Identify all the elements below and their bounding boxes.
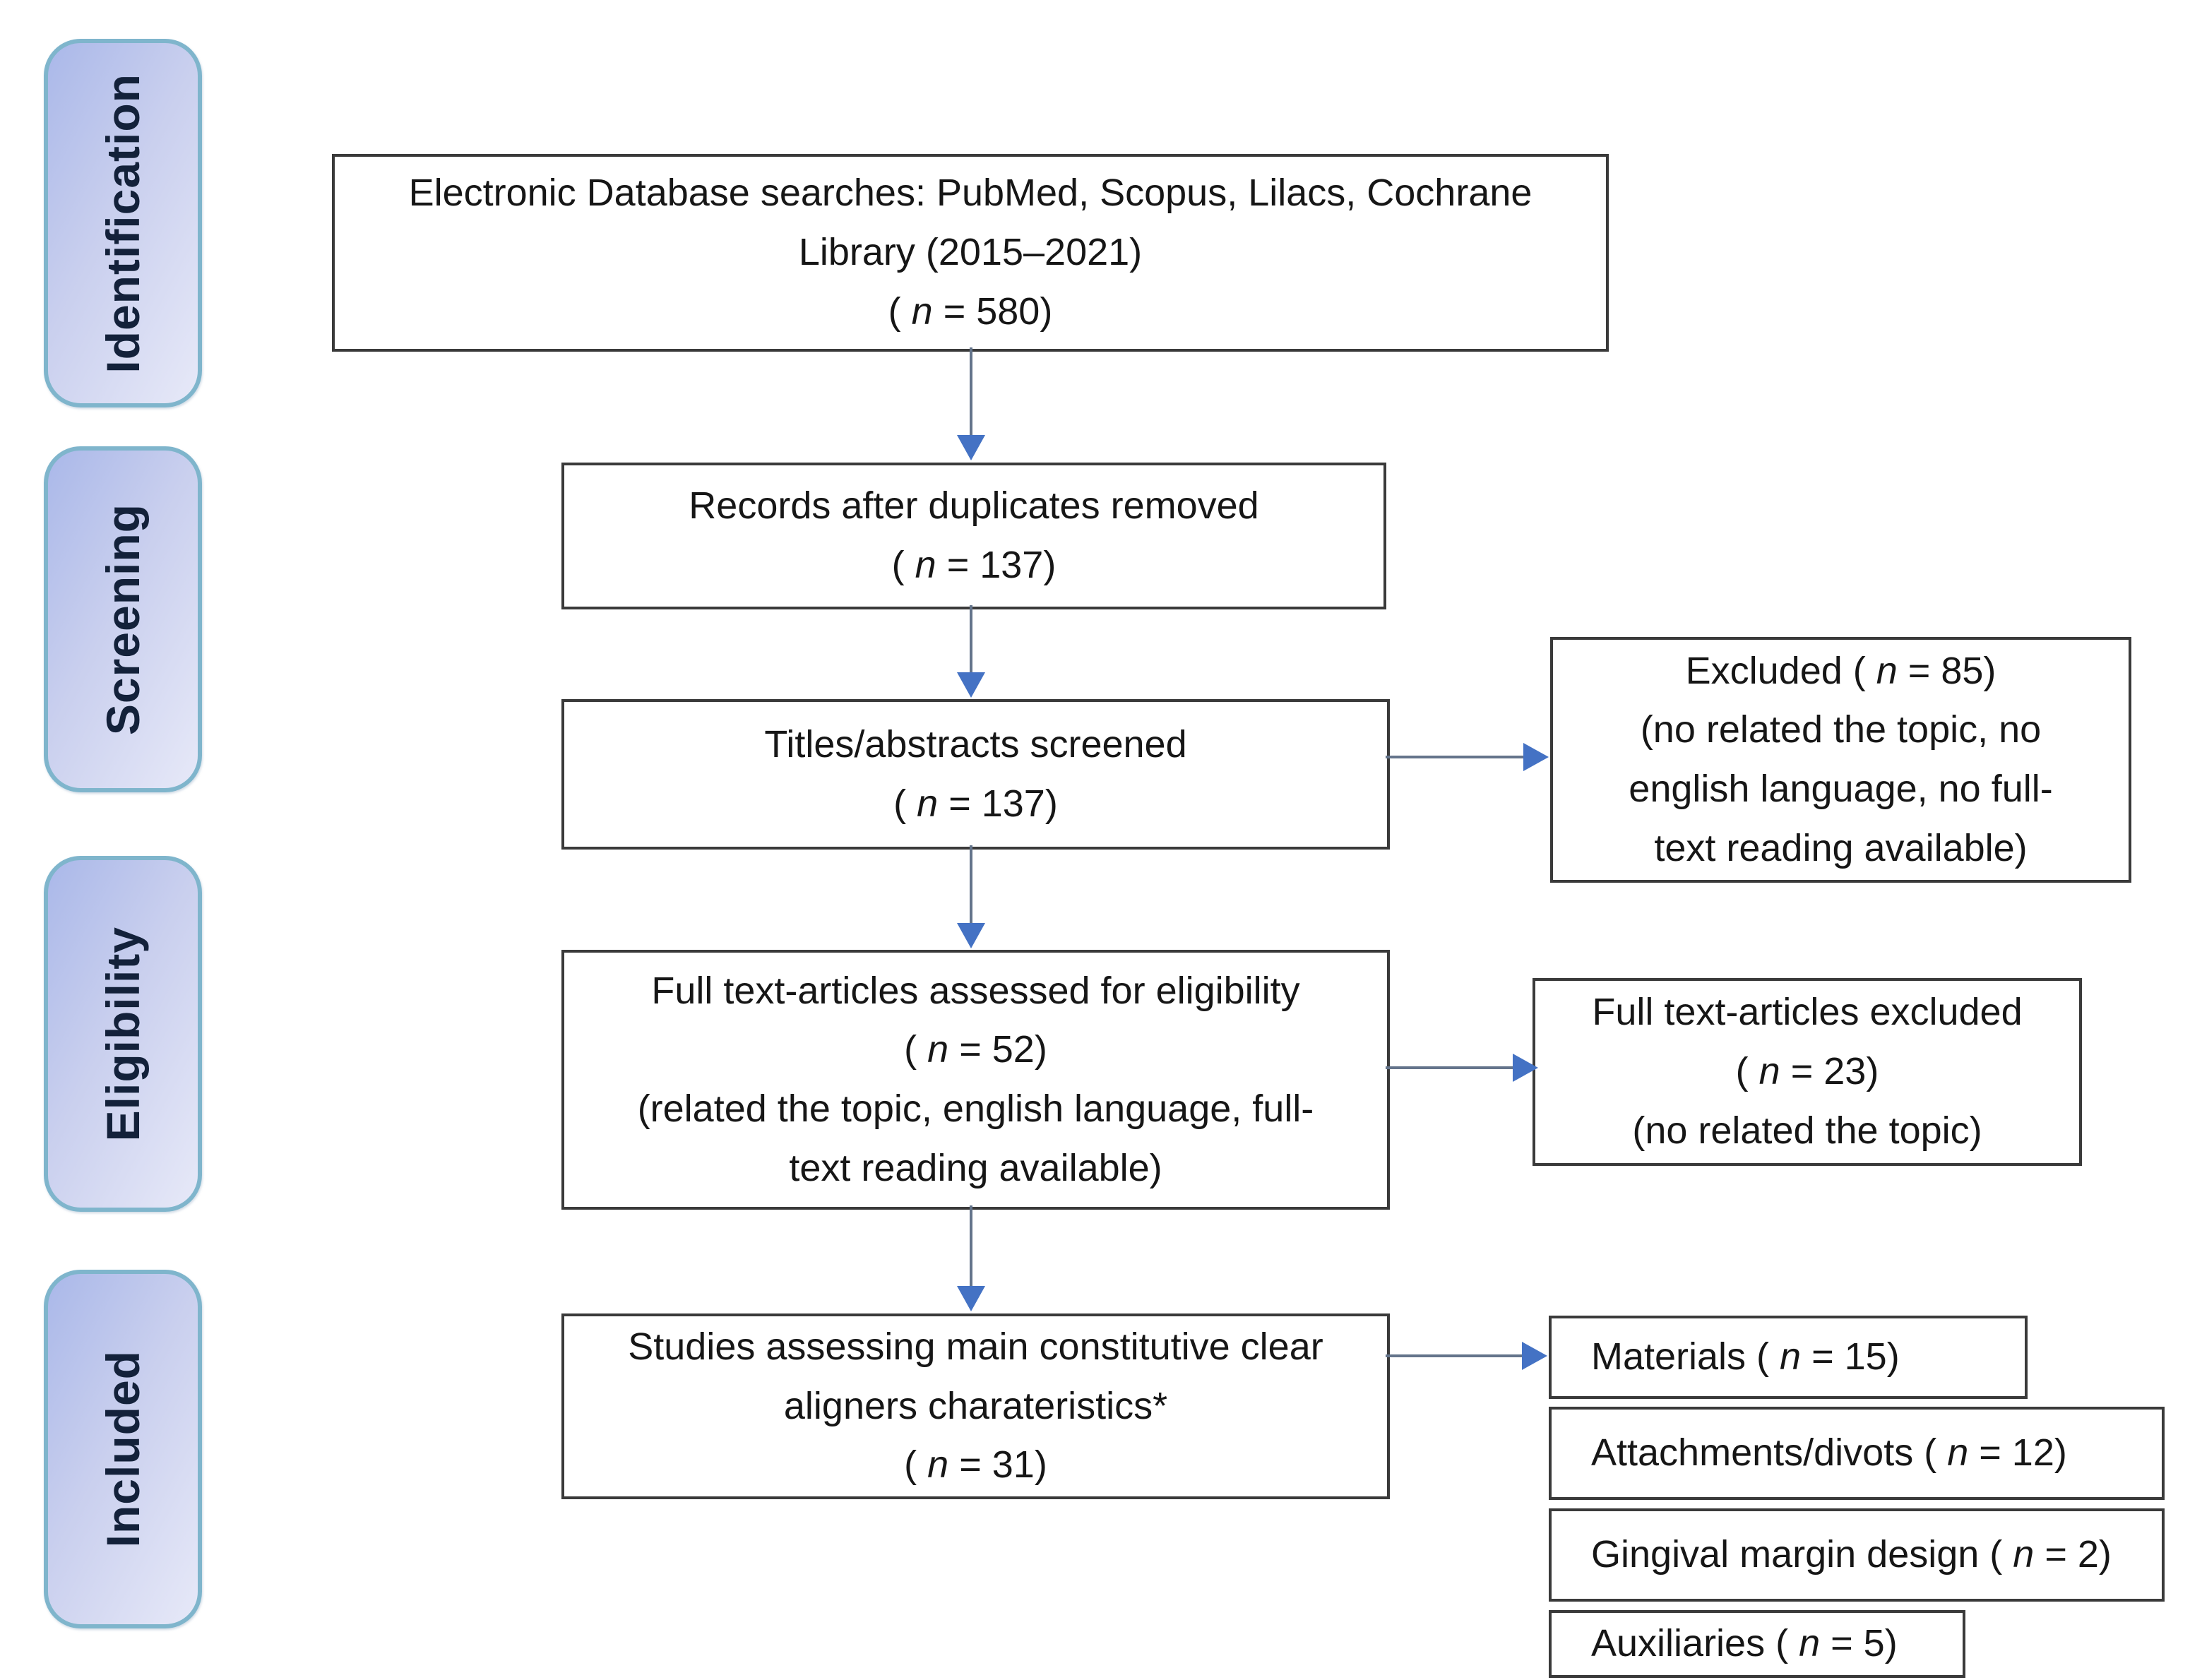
arrow-shaft	[970, 347, 972, 438]
text-line: Auxiliaries ( n = 5)	[1591, 1622, 1898, 1665]
text-line: Library (2015–2021)	[798, 231, 1143, 274]
arrow-shaft	[970, 605, 972, 675]
stage-label-eligibility: Eligibility	[44, 856, 202, 1212]
stage-label-included: Included	[44, 1270, 202, 1628]
right-arrow-icon	[1386, 1054, 1538, 1082]
text-line: Attachments/divots ( n = 12)	[1591, 1431, 2067, 1475]
text-line: aligners charateristics*	[783, 1384, 1168, 1427]
down-arrow-icon	[957, 1205, 985, 1311]
arrow-head	[1513, 1054, 1538, 1082]
arrow-head	[1523, 743, 1549, 771]
arrow-shaft	[1386, 756, 1526, 758]
text-line: ( n = 31)	[904, 1443, 1047, 1487]
arrow-shaft	[1386, 1066, 1516, 1069]
stage-label-identification: Identification	[44, 39, 202, 407]
text-line: text reading available)	[1654, 826, 2028, 869]
flow-box-titles-abstracts-screened: Titles/abstracts screened ( n = 137)	[561, 699, 1390, 850]
text-line: Gingival margin design ( n = 2)	[1591, 1533, 2112, 1576]
flow-box-fulltext-excluded: Full text-articles excluded ( n = 23) (no …	[1533, 978, 2082, 1166]
right-arrow-icon	[1386, 1342, 1547, 1370]
arrow-head	[957, 923, 985, 948]
text-line: Materials ( n = 15)	[1591, 1335, 1900, 1378]
arrow-head	[957, 672, 985, 698]
text-line: Electronic Database searches: PubMed, Sc…	[408, 172, 1533, 215]
text-line: ( n = 580)	[888, 290, 1053, 333]
flow-box-database-search: Electronic Database searches: PubMed, Sc…	[332, 154, 1609, 352]
category-box-gingival-margin-design: Gingival margin design ( n = 2)	[1549, 1508, 2165, 1602]
category-box-auxiliaries: Auxiliaries ( n = 5)	[1549, 1610, 1965, 1678]
stage-label-text: Eligibility	[97, 926, 149, 1142]
arrow-shaft	[970, 845, 972, 926]
text-line: Full text-articles excluded	[1592, 991, 2023, 1034]
stage-label-text: Identification	[97, 73, 149, 374]
arrow-head	[1522, 1342, 1547, 1370]
arrow-head	[957, 1286, 985, 1311]
text-line: text reading available)	[789, 1146, 1162, 1189]
stage-label-text: Screening	[97, 503, 149, 736]
text-line: ( n = 137)	[891, 544, 1057, 586]
down-arrow-icon	[957, 605, 985, 698]
arrow-shaft	[970, 1205, 972, 1289]
text-line: Records after duplicates removed	[689, 484, 1259, 528]
category-box-materials: Materials ( n = 15)	[1549, 1316, 2028, 1399]
flow-box-duplicates-removed: Records after duplicates removed ( n = 13…	[561, 463, 1386, 609]
stage-label-text: Included	[97, 1350, 149, 1548]
right-arrow-icon	[1386, 743, 1549, 771]
text-line: (no related the topic)	[1632, 1109, 1982, 1152]
text-line: ( n = 52)	[904, 1028, 1047, 1071]
flow-box-fulltext-assessed: Full text-articles assessed for eligibil…	[561, 950, 1390, 1210]
text-line: Titles/abstracts screened	[764, 722, 1187, 765]
text-line: ( n = 23)	[1735, 1050, 1879, 1093]
stage-label-screening: Screening	[44, 446, 202, 792]
text-line: english language, no full-	[1629, 768, 2053, 810]
down-arrow-icon	[957, 347, 985, 460]
text-line: (no related the topic, no	[1640, 708, 2042, 751]
category-box-attachments-divots: Attachments/divots ( n = 12)	[1549, 1407, 2165, 1500]
text-line: Full text-articles assessed for eligibil…	[651, 969, 1300, 1012]
text-line: (related the topic, english language, fu…	[637, 1088, 1314, 1130]
down-arrow-icon	[957, 845, 985, 948]
flow-box-included-studies: Studies assessing main constitutive clea…	[561, 1313, 1390, 1499]
flow-box-excluded-screening: Excluded ( n = 85) (no related the topic,…	[1550, 637, 2131, 883]
text-line: ( n = 137)	[893, 782, 1058, 825]
arrow-shaft	[1386, 1354, 1525, 1357]
text-line: Studies assessing main constitutive clea…	[628, 1325, 1323, 1368]
text-line: Excluded ( n = 85)	[1685, 649, 1996, 692]
arrow-head	[957, 435, 985, 460]
